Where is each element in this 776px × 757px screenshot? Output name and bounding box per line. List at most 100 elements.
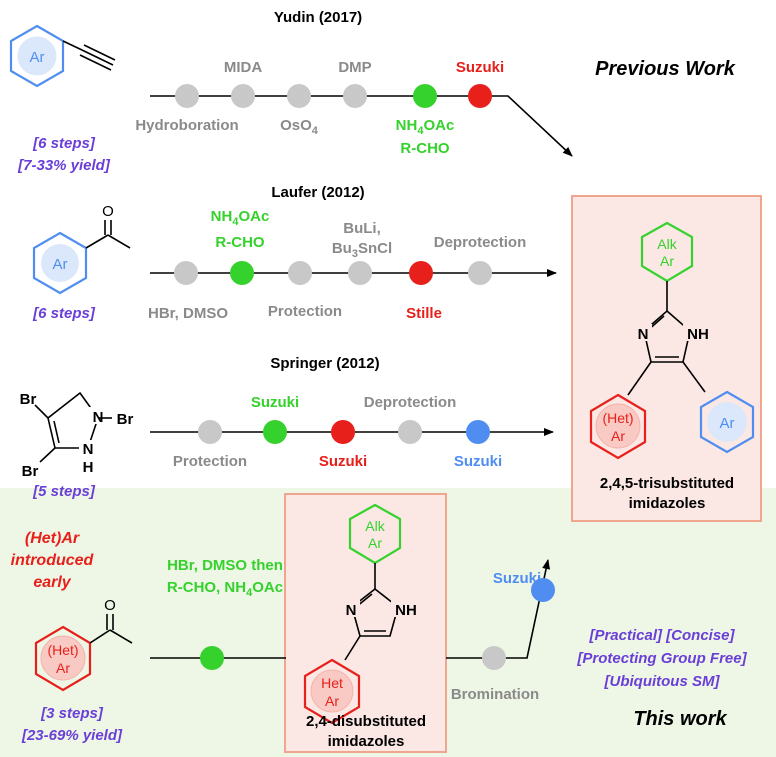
feature-line-3: [Ubiquitous SM] — [604, 673, 721, 690]
intermediate-het-ar-inner-circle — [310, 669, 354, 713]
intermediate-het-ar-hexagon — [303, 658, 361, 725]
laufer-bond-ring-carbonyl — [85, 234, 109, 249]
target-caption-line-1: 2,4,5-trisubstituted — [600, 475, 734, 492]
br-bottom: Br — [22, 463, 39, 480]
feature-line-2: [Protecting Group Free] — [576, 650, 747, 667]
early-note-line-2: introduced — [11, 552, 95, 569]
laufer-label-deprotection: Deprotection — [434, 234, 527, 251]
target-nh-bg — [683, 324, 713, 341]
this-work-node-grey — [482, 646, 506, 670]
yudin-node-2 — [231, 84, 255, 108]
laufer-label-nh4oac: NH4OAc — [211, 208, 270, 228]
this-work-carbonyl-o: O — [104, 597, 116, 614]
this-work-yield: [23-69% yield] — [21, 727, 123, 744]
this-work-het-ar-inner-circle — [40, 635, 86, 681]
yudin-node-1 — [175, 84, 199, 108]
target-ar-label-green: Ar — [660, 253, 674, 269]
springer-label-suzuki-blue: Suzuki — [454, 453, 502, 470]
yudin-ar-label: Ar — [30, 49, 45, 66]
this-work-het-label: (Het) — [47, 642, 78, 658]
early-note-line-3: early — [33, 574, 71, 591]
yudin-label-rcho: R-CHO — [400, 140, 449, 157]
laufer-node-red — [409, 261, 433, 285]
tribromoimidazole-double-bond — [53, 420, 60, 444]
springer-node-1 — [198, 420, 222, 444]
springer-node-red — [331, 420, 355, 444]
yudin-label-suzuki: Suzuki — [456, 59, 504, 76]
target-alk-label: Alk — [657, 236, 677, 252]
this-work-reagents-line-2: R-CHO, NH4OAc — [167, 579, 283, 599]
yudin-label-oso4: OsO4 — [280, 117, 319, 137]
intermediate-box — [284, 493, 447, 753]
laufer-title: Laufer (2012) — [271, 184, 364, 201]
springer-node-green — [263, 420, 287, 444]
intermediate-nh: NH — [395, 602, 417, 619]
this-work-bond-ring-carbonyl — [89, 629, 111, 644]
laufer-steps: [6 steps] — [32, 305, 96, 322]
laufer-carbonyl-o: O — [102, 203, 114, 220]
br-bond-top — [34, 404, 49, 419]
target-het-label: (Het) — [602, 410, 633, 426]
laufer-node-4 — [348, 261, 372, 285]
nh-label-bg — [79, 440, 97, 456]
disubstituted-imidazole-structure: Alk Ar N NH Het Ar — [303, 503, 421, 725]
intermediate-n-bg — [342, 600, 360, 617]
springer-node-blue — [466, 420, 490, 444]
target-het-ar-inner-circle — [595, 403, 641, 449]
intermediate-caption-line-1: 2,4-disubstituted — [306, 713, 426, 730]
alkyne-triple-bond-c — [79, 54, 112, 71]
intermediate-ar-label-green: Ar — [368, 535, 382, 551]
br-top: Br — [20, 391, 37, 408]
this-work-reagents-line-1: HBr, DMSO then — [167, 557, 283, 574]
laufer-label-buli: BuLi, — [343, 220, 381, 237]
yudin-path-line — [150, 95, 573, 157]
br-right: Br — [117, 411, 134, 428]
target-ar-hexagon — [699, 390, 755, 454]
target-caption-line-2: imidazoles — [629, 495, 706, 512]
alkyne-triple-bond-b — [83, 44, 116, 61]
laufer-node-6 — [468, 261, 492, 285]
alkyne-triple-bond-a — [81, 49, 114, 66]
early-note-line-1: (Het)Ar — [25, 530, 80, 547]
feature-line-1: [Practical] [Concise] — [588, 627, 735, 644]
laufer-node-1 — [174, 261, 198, 285]
laufer-label-rcho: R-CHO — [215, 234, 264, 251]
springer-label-deprotection: Deprotection — [364, 394, 457, 411]
br-bond-bottom — [39, 447, 56, 463]
target-bond-c5-ar — [682, 361, 706, 393]
aryl-alkyne-structure: Ar — [9, 24, 116, 88]
yudin-node-4 — [343, 84, 367, 108]
intermediate-het-label: Het — [321, 675, 343, 691]
this-work-bond-carbonyl-methyl — [109, 629, 133, 644]
intermediate-caption-line-2: imidazoles — [328, 733, 405, 750]
tribromoimidazole-nh-n: N — [83, 441, 94, 458]
intermediate-alk-label: Alk — [365, 518, 385, 534]
previous-work-label: Previous Work — [595, 58, 736, 80]
yudin-title: Yudin (2017) — [274, 9, 362, 26]
yudin-node-3 — [287, 84, 311, 108]
tribromoimidazole-structure: N N H Br Br Br — [20, 391, 134, 480]
laufer-label-hbr-dmso: HBr, DMSO — [148, 305, 228, 322]
target-box — [571, 195, 762, 522]
aryl-methyl-ketone-structure: Ar O — [32, 203, 131, 295]
this-work-steps: [3 steps] — [40, 705, 104, 722]
springer-node-4 — [398, 420, 422, 444]
laufer-ar-label: Ar — [53, 256, 68, 273]
target-ar-inner-circle — [707, 402, 747, 442]
intermediate-n: N — [346, 602, 357, 619]
springer-label-suzuki-green: Suzuki — [251, 394, 299, 411]
yudin-label-dmp: DMP — [338, 59, 371, 76]
yudin-ar-inner-circle — [17, 36, 57, 76]
target-bond-c4-hetar — [627, 361, 652, 396]
target-n: N — [638, 326, 649, 343]
laufer-label-protection: Protection — [268, 303, 342, 320]
target-het-ar-label: Ar — [611, 428, 625, 444]
tribromoimidazole-nh-h: H — [83, 459, 94, 476]
target-n-bg — [634, 324, 652, 341]
yudin-node-red — [468, 84, 492, 108]
intermediate-bond-c4-hetar — [344, 635, 361, 661]
springer-title: Springer (2012) — [270, 355, 379, 372]
yudin-label-mida: MIDA — [224, 59, 262, 76]
het-aryl-methyl-ketone-structure: (Het) Ar O — [34, 597, 133, 692]
